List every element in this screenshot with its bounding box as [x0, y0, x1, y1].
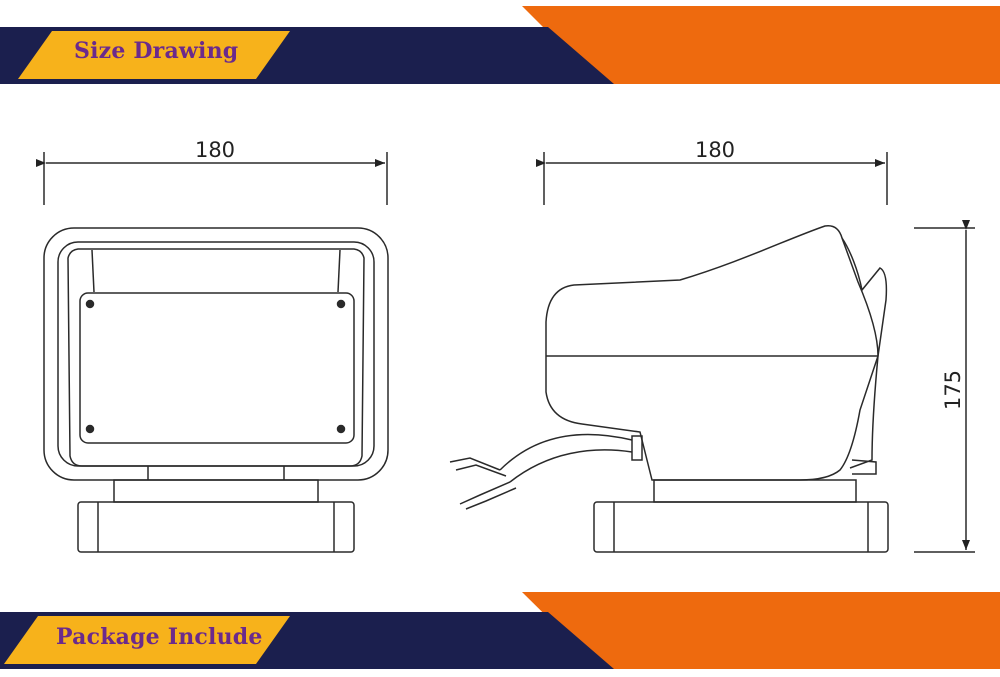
side-wire-lower — [459, 481, 517, 510]
front-base — [77, 501, 355, 553]
front-inner-frame — [57, 241, 375, 467]
banner-top-orange-band — [522, 6, 1000, 84]
side-neck-column — [653, 479, 857, 503]
banner-bottom-gold-tab — [4, 616, 290, 664]
front-housing — [67, 248, 365, 467]
lens-screw-bottom-right — [336, 424, 346, 434]
size-drawing-banner: Size Drawing — [0, 0, 1000, 90]
lens-screw-bottom-left — [85, 424, 95, 434]
side-lamp-housing — [545, 225, 879, 481]
banner-top-gold-tab — [18, 31, 290, 79]
front-view — [36, 152, 389, 553]
front-housing-right-edge — [337, 249, 341, 293]
side-bezel-lower — [849, 355, 879, 469]
size-drawing-title: Size Drawing — [74, 38, 239, 64]
side-wire-upper — [449, 457, 507, 477]
banner-top-graphic — [0, 6, 1000, 84]
side-width-label: 180 — [695, 138, 735, 162]
front-neck-column — [113, 479, 319, 503]
front-width-label: 180 — [195, 138, 235, 162]
front-lens-panel — [79, 292, 355, 444]
front-outer-frame — [43, 227, 389, 481]
side-base — [593, 501, 889, 553]
side-cable-gland — [631, 435, 643, 461]
side-front-bezel — [841, 237, 888, 357]
front-housing-left-edge — [91, 249, 95, 293]
lens-screw-top-left — [85, 299, 95, 309]
side-height-label: 175 — [941, 370, 965, 410]
side-cable — [499, 433, 633, 483]
front-swivel-neck — [147, 466, 285, 480]
banner-bottom-orange-band — [522, 592, 1000, 669]
side-bracket — [851, 459, 877, 475]
side-view — [449, 152, 975, 553]
package-include-title: Package Include — [56, 624, 263, 650]
lens-screw-top-right — [336, 299, 346, 309]
